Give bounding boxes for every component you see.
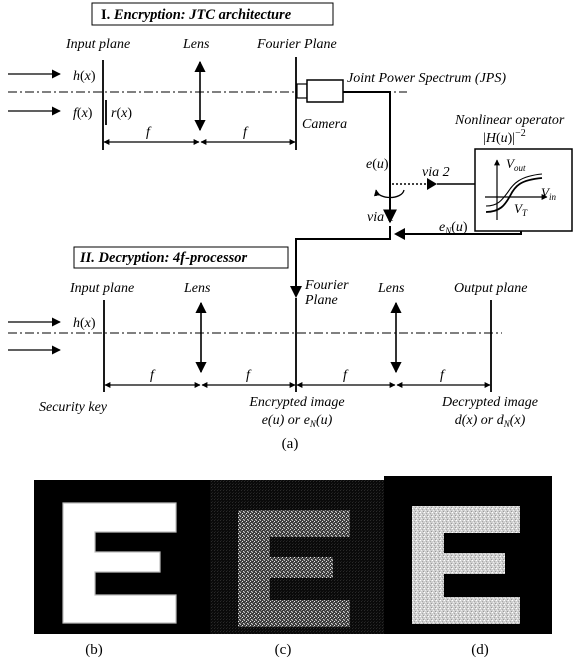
via2-arrowhead: [427, 178, 437, 190]
enc-lens-label: Lens: [182, 37, 210, 52]
f-x-label: f(x): [73, 106, 93, 121]
via2-label: via 2: [422, 165, 450, 180]
panel-b-letter-e: [63, 503, 176, 623]
decryption-section: II. Decryption: 4f-processor Input plane…: [8, 246, 538, 429]
via1-label: via 1: [367, 210, 395, 225]
camera-label: Camera: [302, 117, 347, 132]
jps-label: Joint Power Spectrum (JPS): [347, 71, 506, 86]
security-key-label: Security key: [39, 400, 108, 415]
panel-b-letter-edge: [62, 502, 177, 624]
panel-d-letter-e: [412, 506, 520, 624]
decrypted-image-label-2: d(x) or dN(x): [455, 413, 526, 429]
return-path: [402, 231, 522, 235]
caption-c: (c): [275, 642, 292, 658]
r-x-label: r(x): [111, 106, 132, 121]
dec-fourier-label-1: Fourier: [304, 278, 349, 293]
nonlinear-formula: |H(u)|−2: [483, 128, 526, 146]
caption-d: (d): [471, 642, 489, 658]
h-x-label: h(x): [73, 69, 96, 84]
decrypted-image-label-1: Decrypted image: [441, 395, 538, 410]
enc-fourier-plane-label: Fourier Plane: [256, 37, 337, 52]
panel-d: [384, 476, 552, 634]
encryption-title-box: [91, 2, 334, 26]
to-decryption-path: [295, 226, 391, 286]
e-u-label: e(u): [366, 157, 389, 172]
return-arrowhead: [394, 228, 405, 240]
encryption-section: I. Encryption: JTC architecture Input pl…: [8, 2, 573, 298]
v-in-label: Vin: [541, 185, 556, 202]
output-plane-label: Output plane: [454, 281, 528, 296]
camera-icon: [296, 79, 344, 103]
dec-fourier-label-2: Plane: [304, 293, 338, 308]
dec-focal-label-2: f: [246, 368, 252, 383]
caption-b: (b): [85, 642, 103, 658]
encryption-title: I. Encryption: JTC architecture: [101, 7, 292, 23]
jps-path: [343, 91, 391, 172]
dec-h-x-label: h(x): [73, 316, 96, 331]
enc-input-plane-label: Input plane: [65, 37, 130, 52]
dec-focal-label-4: f: [440, 368, 446, 383]
nonlinear-operator-box: [474, 148, 573, 232]
decryption-title: II. Decryption: 4f-processor: [79, 250, 247, 266]
dec-focal-label-1: f: [150, 368, 156, 383]
switch-rotation-icon: [373, 189, 405, 199]
dec-lens1-label: Lens: [183, 281, 211, 296]
to-decryption-arrowhead: [290, 286, 302, 298]
enc-focal-label-1: f: [146, 125, 152, 140]
enc-focal-label-2: f: [243, 125, 249, 140]
v-out-label: Vout: [506, 156, 526, 173]
caption-a: (a): [282, 436, 299, 452]
eN-u-label: eN(u): [439, 220, 468, 236]
panel-b: [34, 480, 210, 634]
dec-input-plane-label: Input plane: [69, 281, 134, 296]
v-t-label: VT: [514, 201, 528, 218]
encrypted-image-label-1: Encrypted image: [248, 395, 344, 410]
panel-c: [210, 480, 384, 634]
dec-lens2-label: Lens: [377, 281, 405, 296]
transfer-curve-icon: [485, 159, 548, 220]
dec-focal-label-3: f: [343, 368, 349, 383]
nonlinear-title: Nonlinear operator: [454, 113, 565, 128]
decryption-title-box: [73, 246, 289, 269]
panel-c-letter-e: [238, 510, 350, 627]
encrypted-image-label-2: e(u) or eN(u): [262, 413, 333, 429]
